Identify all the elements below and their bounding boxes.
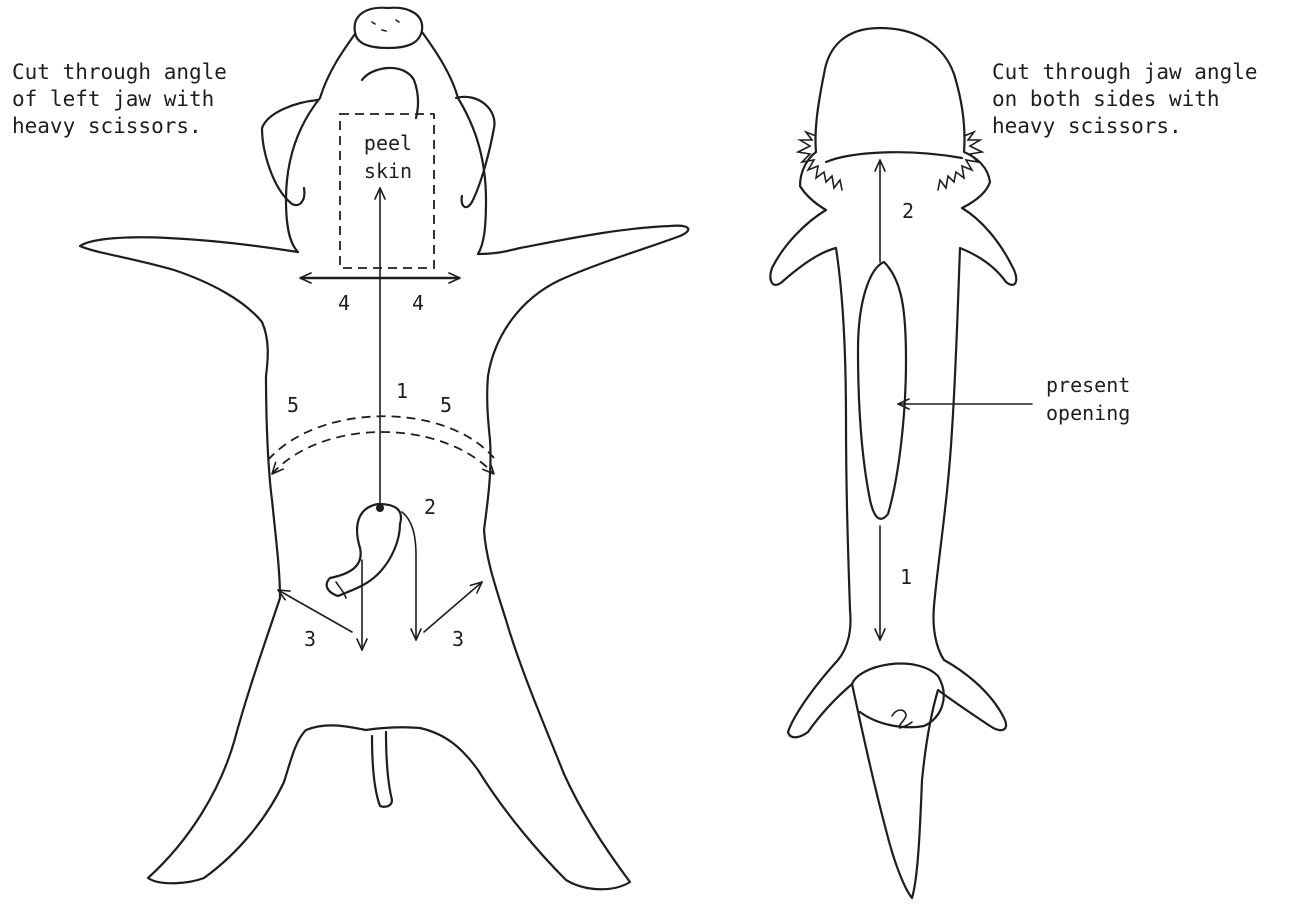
present-opening-label-line: opening xyxy=(1046,401,1130,425)
incision-3-right-arrow xyxy=(424,582,482,632)
incision-2-arrow xyxy=(402,512,416,640)
pig-snout xyxy=(355,8,423,48)
fetal-pig-drawing: peel skin 1 2 3 3 4 4 5 5 xyxy=(80,8,688,890)
shark-jaw-line xyxy=(826,152,962,162)
pig-mouth xyxy=(362,68,418,118)
pig-ear-left xyxy=(262,100,318,205)
peel-skin-label-line: skin xyxy=(364,159,412,183)
incision-5-arc-lower xyxy=(272,432,494,474)
shark-body-outline xyxy=(770,28,1016,898)
pig-tail xyxy=(372,732,392,807)
peel-skin-label-line: peel xyxy=(364,131,412,155)
umbilical-cord xyxy=(327,504,401,596)
incision-1-label: 1 xyxy=(396,379,408,403)
shark-gill-right xyxy=(938,132,982,190)
pig-nostrils xyxy=(372,20,399,31)
incision-5-right-label: 5 xyxy=(440,393,452,417)
shark-pelvic-region xyxy=(852,664,944,728)
shark-gill-left xyxy=(798,132,842,190)
pig-body-outline xyxy=(80,226,688,890)
incision-3-left-label: 3 xyxy=(304,627,316,651)
present-opening-label-line: present xyxy=(1046,373,1130,397)
incision-2-label: 2 xyxy=(424,495,436,519)
incision-5-arc-upper xyxy=(268,416,494,460)
shark-incision-2-label: 2 xyxy=(902,199,914,223)
shark-drawing: 2 1 present opening xyxy=(770,28,1130,898)
incision-5-left-label: 5 xyxy=(287,393,299,417)
incision-3-left-arrow xyxy=(278,590,352,632)
pig-ear-right xyxy=(456,97,495,207)
incision-4-right-label: 4 xyxy=(412,291,424,315)
shark-present-opening xyxy=(858,262,906,519)
incision-3-right-label: 3 xyxy=(452,627,464,651)
shark-incision-1-label: 1 xyxy=(900,565,912,589)
incision-4-left-label: 4 xyxy=(338,291,350,315)
